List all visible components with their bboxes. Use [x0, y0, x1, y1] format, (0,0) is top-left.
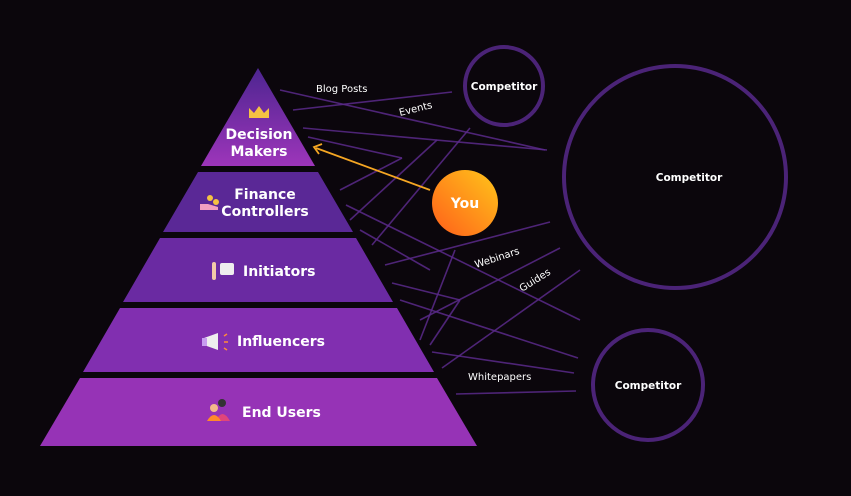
you-label: You: [450, 196, 479, 212]
tier-influencers[interactable]: [83, 308, 434, 372]
you-node[interactable]: You: [432, 170, 498, 236]
crown-icon: [249, 106, 269, 118]
channel-webinars: Webinars: [474, 246, 522, 271]
competitor-label: Competitor: [471, 81, 538, 93]
tier-label-finance-controllers-1: Finance: [234, 187, 296, 203]
competitor-label: Competitor: [615, 380, 682, 392]
channel-blog-posts: Blog Posts: [316, 84, 367, 95]
tier-label-initiators: Initiators: [243, 264, 315, 280]
connection-lines: [279, 89, 581, 395]
tier-label-end-users: End Users: [242, 405, 321, 421]
tier-initiators[interactable]: [123, 238, 393, 302]
tier-label-influencers: Influencers: [237, 334, 325, 350]
channel-events: Events: [398, 100, 434, 119]
users-icon: [207, 399, 230, 421]
competitor-small[interactable]: Competitor: [463, 45, 545, 127]
speech-hand-icon: [212, 262, 234, 280]
channel-whitepapers: Whitepapers: [468, 372, 531, 383]
tier-label-decision-makers-1: Decision: [226, 127, 293, 143]
channel-guides: Guides: [518, 267, 553, 295]
tier-end-users[interactable]: [40, 378, 477, 446]
tier-finance-controllers[interactable]: [163, 172, 353, 232]
megaphone-icon: [202, 333, 228, 351]
hand-coins-icon: [200, 195, 219, 210]
tier-label-finance-controllers-2: Controllers: [221, 204, 308, 220]
arrow-icon: [312, 143, 431, 191]
competitor-label: Competitor: [656, 172, 723, 184]
competitor-large[interactable]: Competitor: [562, 64, 788, 290]
pyramid: [40, 68, 477, 446]
tier-label-decision-makers-2: Makers: [230, 144, 287, 160]
competitor-medium[interactable]: Competitor: [591, 328, 705, 442]
